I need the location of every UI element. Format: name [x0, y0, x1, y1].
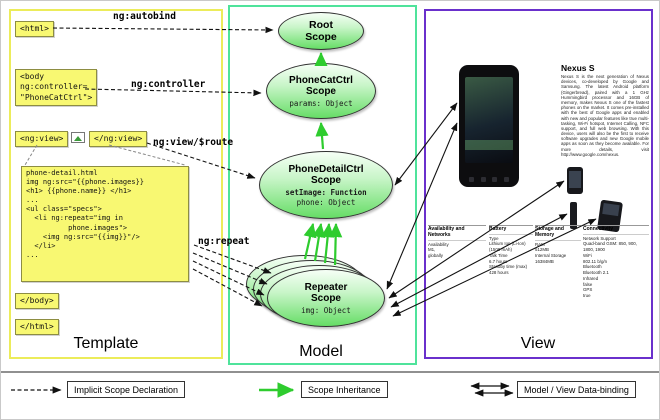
root-scope-title: Root Scope: [305, 18, 337, 43]
repeater-scope-ellipse: Repeater Scope img: Object: [267, 269, 385, 327]
body-open-code-box: <body ng:controller= "PhoneCatCtrl">: [15, 69, 98, 107]
spec-title: Storage and Memory: [535, 225, 581, 241]
spec-title: Battery: [489, 225, 533, 235]
phone-thumbnail: [567, 167, 583, 194]
root-scope-ellipse: Root Scope: [278, 12, 364, 50]
spec-column-storage: Storage and Memory RAM 512MB Internal St…: [535, 225, 581, 264]
ngview-close-code-box: </ng:view>: [89, 131, 148, 148]
spec-body: RAM 512MB Internal Storage 16384MB: [535, 241, 567, 264]
spec-title: Connectivity: [583, 225, 649, 235]
image-placeholder-icon: [71, 132, 85, 143]
nexus-phone-image: [459, 65, 519, 187]
phone-buttons: [469, 177, 509, 182]
spec-column-availability: Availability and Networks Availability M…: [428, 225, 486, 259]
repeater-scope-title: Repeater Scope: [304, 281, 348, 305]
phonedetailctrl-scope-ellipse: PhoneDetailCtrl Scope setImage: Function…: [259, 151, 393, 219]
spec-body: Availability M1, globally: [428, 241, 449, 258]
view-panel: [424, 9, 653, 359]
phonedetailctrl-scope-setimage: setImage: Function: [285, 187, 367, 197]
ng-controller-label: ng:controller: [131, 79, 206, 90]
legend-scope-inheritance: Scope Inheritance: [301, 381, 388, 398]
spec-body: Type Lithium Ion (Li-Ion) (1500 mAh) Tal…: [489, 235, 528, 276]
phone-screen: [465, 77, 513, 163]
ng-view-route-label: ng:view/$route: [153, 137, 234, 148]
html-close-code-box: </html>: [15, 319, 59, 336]
model-column-label: Model: [299, 343, 343, 360]
body-close-code-box: </body>: [15, 293, 59, 310]
phone-side-thumbnail: [570, 202, 577, 229]
legend-data-binding: Model / View Data-binding: [517, 381, 636, 398]
spec-column-battery: Battery Type Lithium Ion (Li-Ion) (1500 …: [489, 225, 533, 276]
phonecatctrl-scope-title: PhoneCatCtrl Scope: [289, 74, 353, 98]
ng-repeat-label: ng:repeat: [198, 236, 250, 247]
phonedetailctrl-scope-title: PhoneDetailCtrl Scope: [288, 163, 364, 187]
device-title: Nexus S: [561, 63, 595, 73]
phonedetailctrl-scope-phone: phone: Object: [296, 197, 356, 207]
device-description: Nexus S is the next generation of Nexus …: [561, 74, 649, 157]
spec-column-connectivity: Connectivity Network Support Quad-band G…: [583, 225, 649, 299]
ngview-open-code-box: <ng:view>: [15, 131, 69, 148]
phonecatctrl-scope-ellipse: PhoneCatCtrl Scope params: Object: [266, 63, 376, 119]
repeater-scope-prop: img: Object: [301, 305, 351, 315]
ng-autobind-label: ng:autobind: [113, 11, 176, 22]
spec-body: Network Support Quad-band GSM: 850, 900,…: [583, 235, 637, 298]
legend-implicit-scope: Implicit Scope Declaration: [67, 381, 186, 398]
phonecatctrl-scope-prop: params: Object: [289, 98, 353, 108]
template-column-label: Template: [73, 335, 139, 352]
spec-title: Availability and Networks: [428, 225, 486, 241]
view-column-label: View: [520, 335, 556, 352]
phone-detail-code-box: phone-detail.html img ng:src="{{phone.im…: [21, 166, 189, 282]
html-open-code-box: <html>: [15, 21, 54, 38]
legend-double-arrows: [470, 382, 514, 397]
